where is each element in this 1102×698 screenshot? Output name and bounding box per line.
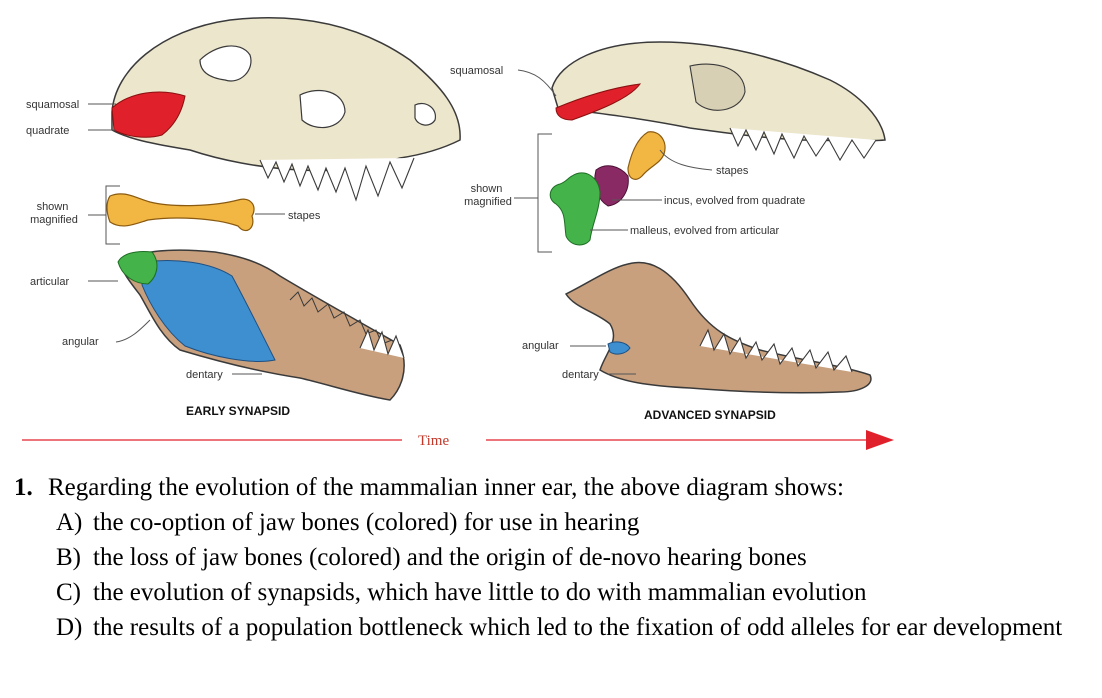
early-synapsid-skull <box>111 17 461 202</box>
option-d[interactable]: D) the results of a population bottlenec… <box>14 610 1094 645</box>
question-number: 1. <box>14 474 33 501</box>
advanced-squamosal-bone <box>555 83 642 121</box>
option-d-key: D) <box>56 614 83 641</box>
advanced-middle-ear-bones <box>549 131 666 246</box>
label-shown-magnified-right: shown magnified <box>464 183 512 208</box>
label-squamosal-left: squamosal <box>26 99 79 111</box>
option-d-text: the results of a population bottleneck w… <box>93 614 1063 641</box>
option-b-text: the loss of jaw bones (colored) and the … <box>93 544 807 571</box>
option-c-text: the evolution of synapsids, which have l… <box>93 579 867 606</box>
caption-early-synapsid: EARLY SYNAPSID <box>186 404 290 418</box>
label-incus: incus, evolved from quadrate <box>664 195 805 207</box>
label-articular: articular <box>30 276 69 288</box>
label-dentary-left: dentary <box>186 369 223 381</box>
early-stapes-bone <box>106 193 255 231</box>
synapsid-ear-evolution-diagram: squamosal quadrate shown magnified stape… <box>22 17 894 450</box>
advanced-synapsid-skull <box>551 41 886 162</box>
early-synapsid-lower-jaw <box>117 249 405 401</box>
label-stapes-left: stapes <box>288 210 321 222</box>
option-a[interactable]: A) the co-option of jaw bones (colored) … <box>14 505 1094 540</box>
option-c[interactable]: C) the evolution of synapsids, which hav… <box>14 575 1094 610</box>
early-squamosal-quadrate-bone <box>111 91 186 138</box>
option-c-key: C) <box>56 579 81 606</box>
question-stem-row: 1. Regarding the evolution of the mammal… <box>14 470 1094 505</box>
option-b-key: B) <box>56 544 81 571</box>
advanced-synapsid-lower-jaw <box>564 261 872 394</box>
label-squamosal-right: squamosal <box>450 65 503 77</box>
time-label: Time <box>418 433 449 449</box>
label-stapes-right: stapes <box>716 165 749 177</box>
label-shown-magnified-left: shown magnified <box>30 201 78 226</box>
option-b[interactable]: B) the loss of jaw bones (colored) and t… <box>14 540 1094 575</box>
time-arrowhead <box>866 430 894 450</box>
option-a-key: A) <box>56 509 83 536</box>
advanced-angular-bone <box>607 341 631 355</box>
label-dentary-right: dentary <box>562 369 599 381</box>
label-angular-right: angular <box>522 340 559 352</box>
question-block: 1. Regarding the evolution of the mammal… <box>14 470 1094 645</box>
caption-advanced-synapsid: ADVANCED SYNAPSID <box>644 408 776 422</box>
label-angular-left: angular <box>62 336 99 348</box>
advanced-stapes-bone <box>627 131 666 180</box>
label-malleus: malleus, evolved from articular <box>630 225 780 237</box>
label-quadrate-left: quadrate <box>26 125 69 137</box>
question-stem: Regarding the evolution of the mammalian… <box>48 474 844 501</box>
advanced-malleus-bone <box>549 172 601 246</box>
option-a-text: the co-option of jaw bones (colored) for… <box>93 509 640 536</box>
